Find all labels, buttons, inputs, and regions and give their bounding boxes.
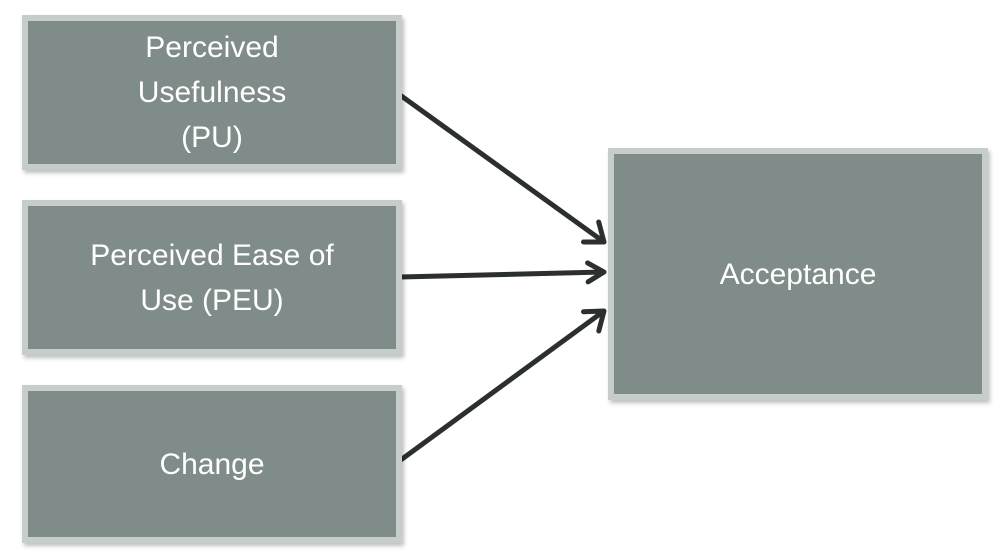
change-box: Change (22, 385, 402, 543)
perceived-usefulness-box: Perceived Usefulness (PU) (22, 15, 402, 170)
arrow-pu-to-acceptance (398, 92, 607, 245)
perceived-ease-of-use-label: Perceived Ease of Use (PEU) (90, 238, 334, 317)
perceived-usefulness-label: Perceived Usefulness (PU) (137, 31, 287, 154)
perceived-ease-of-use-box: Perceived Ease of Use (PEU) (22, 200, 402, 355)
arrow-change-to-acceptance (396, 308, 607, 465)
acceptance-label: Acceptance (719, 257, 877, 291)
change-label: Change (159, 447, 265, 481)
acceptance-box: Acceptance (608, 148, 988, 400)
arrow-peu-to-acceptance (399, 260, 607, 285)
